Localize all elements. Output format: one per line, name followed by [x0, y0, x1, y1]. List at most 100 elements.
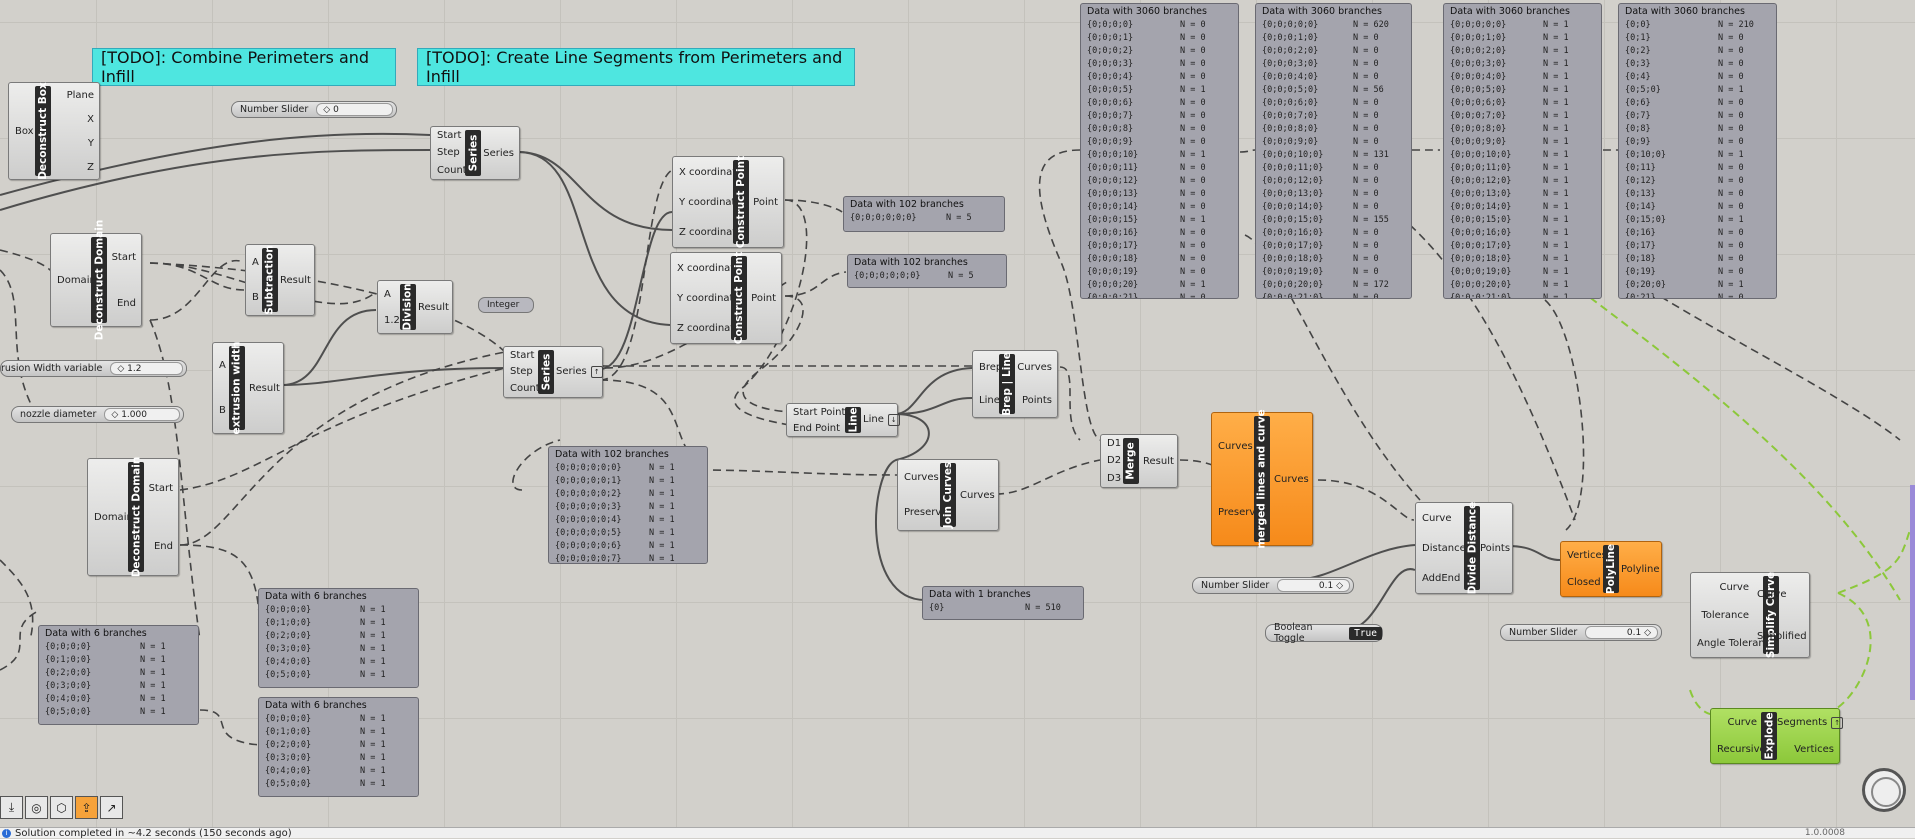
input-angle-tolerance[interactable]: Angle Tolerance: [1697, 637, 1777, 649]
input-distance[interactable]: Distance: [1422, 542, 1466, 554]
bake-icon[interactable]: ↗: [100, 796, 123, 819]
output-points[interactable]: Points: [1480, 542, 1511, 554]
input-step[interactable]: Step: [437, 147, 460, 159]
boolean-toggle[interactable]: Boolean Toggle True: [1265, 622, 1383, 644]
merge-component[interactable]: D1 D2 D3 Merge Result: [1100, 434, 1178, 488]
output-end[interactable]: End: [116, 297, 136, 309]
output-result[interactable]: Result: [1143, 455, 1174, 467]
input-end-point[interactable]: End Point: [793, 422, 841, 434]
input-step[interactable]: Step: [510, 366, 533, 378]
input-x-coordinate[interactable]: X coordinate: [677, 262, 741, 274]
extrusion-width-component[interactable]: A B extrusion width Result: [212, 341, 284, 435]
output-end[interactable]: End: [153, 540, 173, 552]
input-y-coordinate[interactable]: Y coordinate: [679, 196, 742, 208]
output-point[interactable]: Point: [751, 292, 776, 304]
join-curves-component[interactable]: Curves Preserve Join Curves Curves: [897, 459, 999, 531]
input-line[interactable]: Line: [979, 395, 1000, 406]
construct-point-component-1[interactable]: X coordinate Y coordinate Z coordinate C…: [672, 156, 784, 248]
polyline-component[interactable]: Vertices Closed PolyLine Polyline: [1560, 541, 1662, 597]
deconstruct-domain-component-2[interactable]: Domain Deconstruct Domain Start End: [87, 457, 179, 577]
input-curve[interactable]: Curve: [1719, 581, 1749, 593]
output-line[interactable]: Line↓: [863, 414, 900, 426]
slider-track[interactable]: ◇ 0: [316, 103, 393, 116]
simplify-curve-component[interactable]: Curve Tolerance Angle Tolerance Simplify…: [1690, 572, 1810, 658]
input-start[interactable]: Start: [510, 349, 535, 361]
input-count[interactable]: Count: [437, 164, 467, 176]
input-d3[interactable]: D3: [1107, 472, 1122, 484]
input-vertices[interactable]: Vertices: [1567, 550, 1607, 561]
output-curves[interactable]: Curves: [960, 489, 995, 501]
input-b[interactable]: B: [252, 292, 259, 303]
output-y[interactable]: Y: [87, 137, 94, 149]
output-point[interactable]: Point: [753, 196, 778, 208]
data-panel-6-c[interactable]: Data with 6 branches {0;0;0;0}N = 1{0;1;…: [258, 697, 419, 797]
input-b[interactable]: B: [219, 405, 226, 416]
input-preserve[interactable]: Preserve: [1218, 506, 1262, 518]
input-curves[interactable]: Curves: [1218, 440, 1253, 452]
number-slider-start[interactable]: Number Slider ◇ 0: [231, 101, 397, 118]
input-box[interactable]: Box: [15, 125, 34, 137]
output-plane[interactable]: Plane: [66, 89, 94, 101]
output-polyline[interactable]: Polyline: [1621, 563, 1660, 575]
data-panel-3060-a[interactable]: Data with 3060 branches {0;0;0;0}N = 0{0…: [1080, 3, 1239, 299]
toggle-value[interactable]: True: [1349, 626, 1382, 640]
input-z-coordinate[interactable]: Z coordinate: [679, 226, 743, 238]
output-result[interactable]: Result: [418, 301, 449, 313]
input-d1[interactable]: D1: [1107, 438, 1122, 450]
construct-point-component-2[interactable]: X coordinate Y coordinate Z coordinate C…: [670, 252, 782, 344]
data-panel-102-b[interactable]: Data with 102 branches {0;0;0;0;0;0}N = …: [847, 254, 1007, 288]
output-x[interactable]: X: [87, 113, 94, 125]
output-start[interactable]: Start: [111, 251, 136, 263]
input-divisor[interactable]: 1.2: [384, 314, 400, 326]
selected-only-icon[interactable]: ⇪: [75, 796, 98, 819]
output-z[interactable]: Z: [87, 161, 94, 173]
output-segments[interactable]: Segments↑: [1777, 716, 1844, 729]
deconstruct-box-component[interactable]: Box Deconstruct Box Plane X Y Z: [8, 82, 100, 180]
merged-lines-and-curve-component[interactable]: Curves Preserve merged lines and curve C…: [1211, 409, 1313, 549]
output-result[interactable]: Result: [280, 274, 311, 286]
data-panel-3060-c[interactable]: Data with 3060 branches {0;0;0;0;0}N = 1…: [1443, 3, 1602, 299]
output-vertices[interactable]: Vertices: [1794, 744, 1834, 756]
input-y-coordinate[interactable]: Y coordinate: [677, 292, 740, 304]
side-panel-edge[interactable]: [1910, 485, 1915, 700]
slider-track[interactable]: ◇ 1.2: [110, 362, 183, 375]
input-curve[interactable]: Curve: [1422, 512, 1452, 524]
input-count[interactable]: Count: [510, 383, 540, 395]
explode-component[interactable]: Curve Recursive Explode Segments↑ Vertic…: [1710, 708, 1844, 764]
input-a[interactable]: A: [384, 288, 391, 300]
series-component-1[interactable]: Start Step Count Series Series: [430, 126, 520, 180]
brep-line-component[interactable]: Brep Line Brep | Line Curves Points: [972, 350, 1058, 418]
output-curve[interactable]: Curve: [1757, 588, 1787, 600]
output-result[interactable]: Result: [249, 382, 280, 394]
slider-track[interactable]: ◇ 1.000: [104, 408, 180, 421]
deconstruct-domain-component-1[interactable]: Domain Deconstruct Domain Start End: [50, 220, 142, 340]
input-recursive[interactable]: Recursive: [1717, 744, 1766, 755]
input-d2[interactable]: D2: [1107, 455, 1122, 467]
download-icon[interactable]: ⤓: [0, 796, 23, 819]
output-curves[interactable]: Curves: [1017, 362, 1052, 373]
number-slider-tolerance[interactable]: Number Slider 0.1 ◇: [1500, 624, 1662, 641]
input-a[interactable]: A: [219, 360, 226, 371]
integer-param[interactable]: Integer: [478, 297, 534, 313]
slider-track[interactable]: 0.1 ◇: [1585, 626, 1658, 639]
output-start[interactable]: Start: [148, 482, 173, 494]
input-z-coordinate[interactable]: Z coordinate: [677, 322, 741, 334]
output-simplified[interactable]: Simplified: [1757, 630, 1807, 642]
output-series[interactable]: Series↑: [556, 366, 603, 378]
input-domain[interactable]: Domain: [57, 274, 96, 286]
input-tolerance[interactable]: Tolerance: [1701, 609, 1749, 621]
data-panel-102-c[interactable]: Data with 102 branches {0;0;0;0;0;0}N = …: [548, 446, 708, 564]
output-series[interactable]: Series: [483, 147, 514, 159]
input-preserve[interactable]: Preserve: [904, 507, 948, 518]
navigation-wheel-icon[interactable]: [1862, 768, 1906, 812]
data-panel-6-a[interactable]: Data with 6 branches {0;0;0;0}N = 1{0;1;…: [258, 588, 419, 688]
input-start[interactable]: Start: [437, 130, 462, 142]
number-slider-distance[interactable]: Number Slider 0.1 ◇: [1192, 577, 1354, 594]
input-domain[interactable]: Domain: [94, 511, 133, 523]
input-closed[interactable]: Closed: [1567, 577, 1601, 588]
subtraction-component[interactable]: A B Subtraction Result: [245, 244, 315, 316]
data-panel-102-a[interactable]: Data with 102 branches {0;0;0;0;0;0}N = …: [843, 196, 1005, 232]
line-component[interactable]: Start Point End Point Line Line↓: [786, 403, 900, 437]
extrusion-width-slider[interactable]: rusion Width variable ◇ 1.2: [0, 360, 187, 377]
